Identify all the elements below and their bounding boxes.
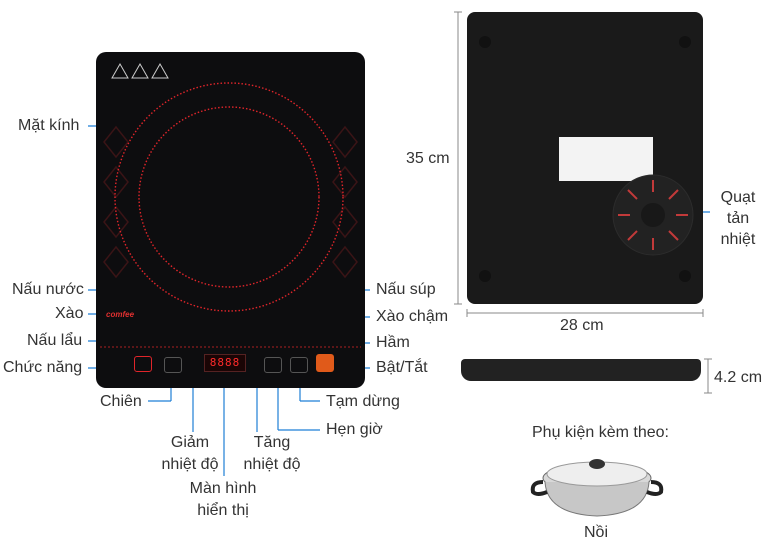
- label-height: 35 cm: [406, 150, 450, 167]
- cooktop-side-view: [461, 359, 701, 381]
- function-button[interactable]: [134, 356, 152, 372]
- label-hotpot: Nấu lẩu: [27, 332, 83, 349]
- label-fry: Chiên: [100, 393, 142, 410]
- led-display: 8888: [204, 354, 246, 372]
- pot-image: [530, 459, 664, 517]
- label-power: Bật/Tắt: [376, 359, 428, 376]
- label-soup: Nấu súp: [376, 281, 436, 298]
- label-glass: Mặt kính: [18, 117, 80, 134]
- label-function: Chức năng: [3, 359, 83, 376]
- label-boil-water: Nấu nước: [12, 281, 84, 298]
- accessory-title: Phụ kiện kèm theo:: [532, 424, 669, 441]
- rating-sticker: [559, 137, 653, 181]
- fry-button[interactable]: [164, 357, 182, 373]
- label-timer: Hẹn giờ: [326, 421, 383, 438]
- label-pause: Tạm dừng: [326, 393, 400, 410]
- label-depth: 4.2 cm: [714, 369, 763, 386]
- label-slow-stir: Xào chậm: [376, 308, 449, 325]
- power-button[interactable]: [316, 354, 334, 372]
- cooktop-bottom-view: [467, 12, 703, 304]
- label-pot: Nồi: [584, 524, 609, 541]
- glass-pattern: [100, 62, 361, 348]
- label-stir-fry: Xào: [55, 305, 84, 322]
- brand-logo: comfee: [106, 310, 135, 319]
- cooktop-top-view: comfee 8888: [96, 52, 365, 388]
- fan-vent: [479, 36, 694, 282]
- label-stew: Hầm: [376, 334, 410, 351]
- label-width: 28 cm: [560, 317, 604, 334]
- pause-button[interactable]: [290, 357, 308, 373]
- timer-button[interactable]: [264, 357, 282, 373]
